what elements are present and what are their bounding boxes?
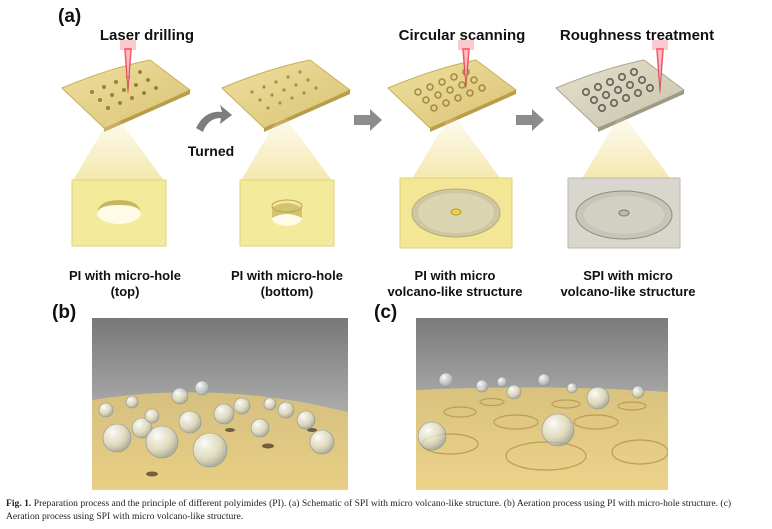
zoom-beam-1: [72, 118, 165, 182]
panel-a-label: (a): [58, 6, 82, 27]
zoom-view-rough-volcano: [567, 177, 681, 249]
aeration-render-spi-volcano: [416, 318, 668, 490]
step-title-roughness-treatment: Roughness treatment: [559, 27, 715, 44]
step-caption-3-line1: PI with micro: [414, 268, 496, 283]
aeration-render-pi-micro-hole: [92, 318, 348, 490]
figure-caption: Fig. 1. Preparation process and the prin…: [6, 497, 766, 523]
zoom-view-hole-bottom: [239, 179, 335, 247]
step-caption-3-line2: volcano-like structure: [387, 284, 523, 299]
laser-icon-1: [120, 40, 136, 95]
step-caption-2-line1: PI with micro-hole: [231, 268, 343, 283]
laser-icon-3: [458, 40, 474, 90]
step-caption-4-line1: SPI with micro: [583, 268, 673, 283]
step-title-circular-scanning: Circular scanning: [398, 27, 526, 44]
figure-caption-prefix: Fig. 1.: [6, 498, 32, 509]
process-arrow-icon-1: [354, 109, 382, 131]
turned-label: Turned: [187, 143, 235, 159]
step-caption-1-line1: PI with micro-hole: [69, 268, 181, 283]
film-laser-drilled: [61, 59, 191, 132]
turned-arrow-icon: [196, 105, 232, 132]
zoom-beam-2: [240, 118, 333, 182]
zoom-beam-3: [410, 118, 503, 182]
step-caption-1-line2: (top): [110, 284, 140, 299]
laser-icon-4: [652, 40, 668, 95]
panel-c-label: (c): [374, 302, 398, 323]
panel-b-label: (b): [52, 302, 77, 323]
process-arrow-icon-2: [516, 109, 544, 131]
zoom-view-hole-top: [71, 179, 167, 247]
zoom-beam-4: [580, 118, 673, 182]
step-caption-4-line2: volcano-like structure: [560, 284, 696, 299]
process-illustration: [61, 40, 685, 249]
figure-caption-text: Preparation process and the principle of…: [6, 498, 732, 522]
step-caption-2-line2: (bottom): [260, 284, 314, 299]
zoom-view-volcano: [399, 177, 513, 249]
